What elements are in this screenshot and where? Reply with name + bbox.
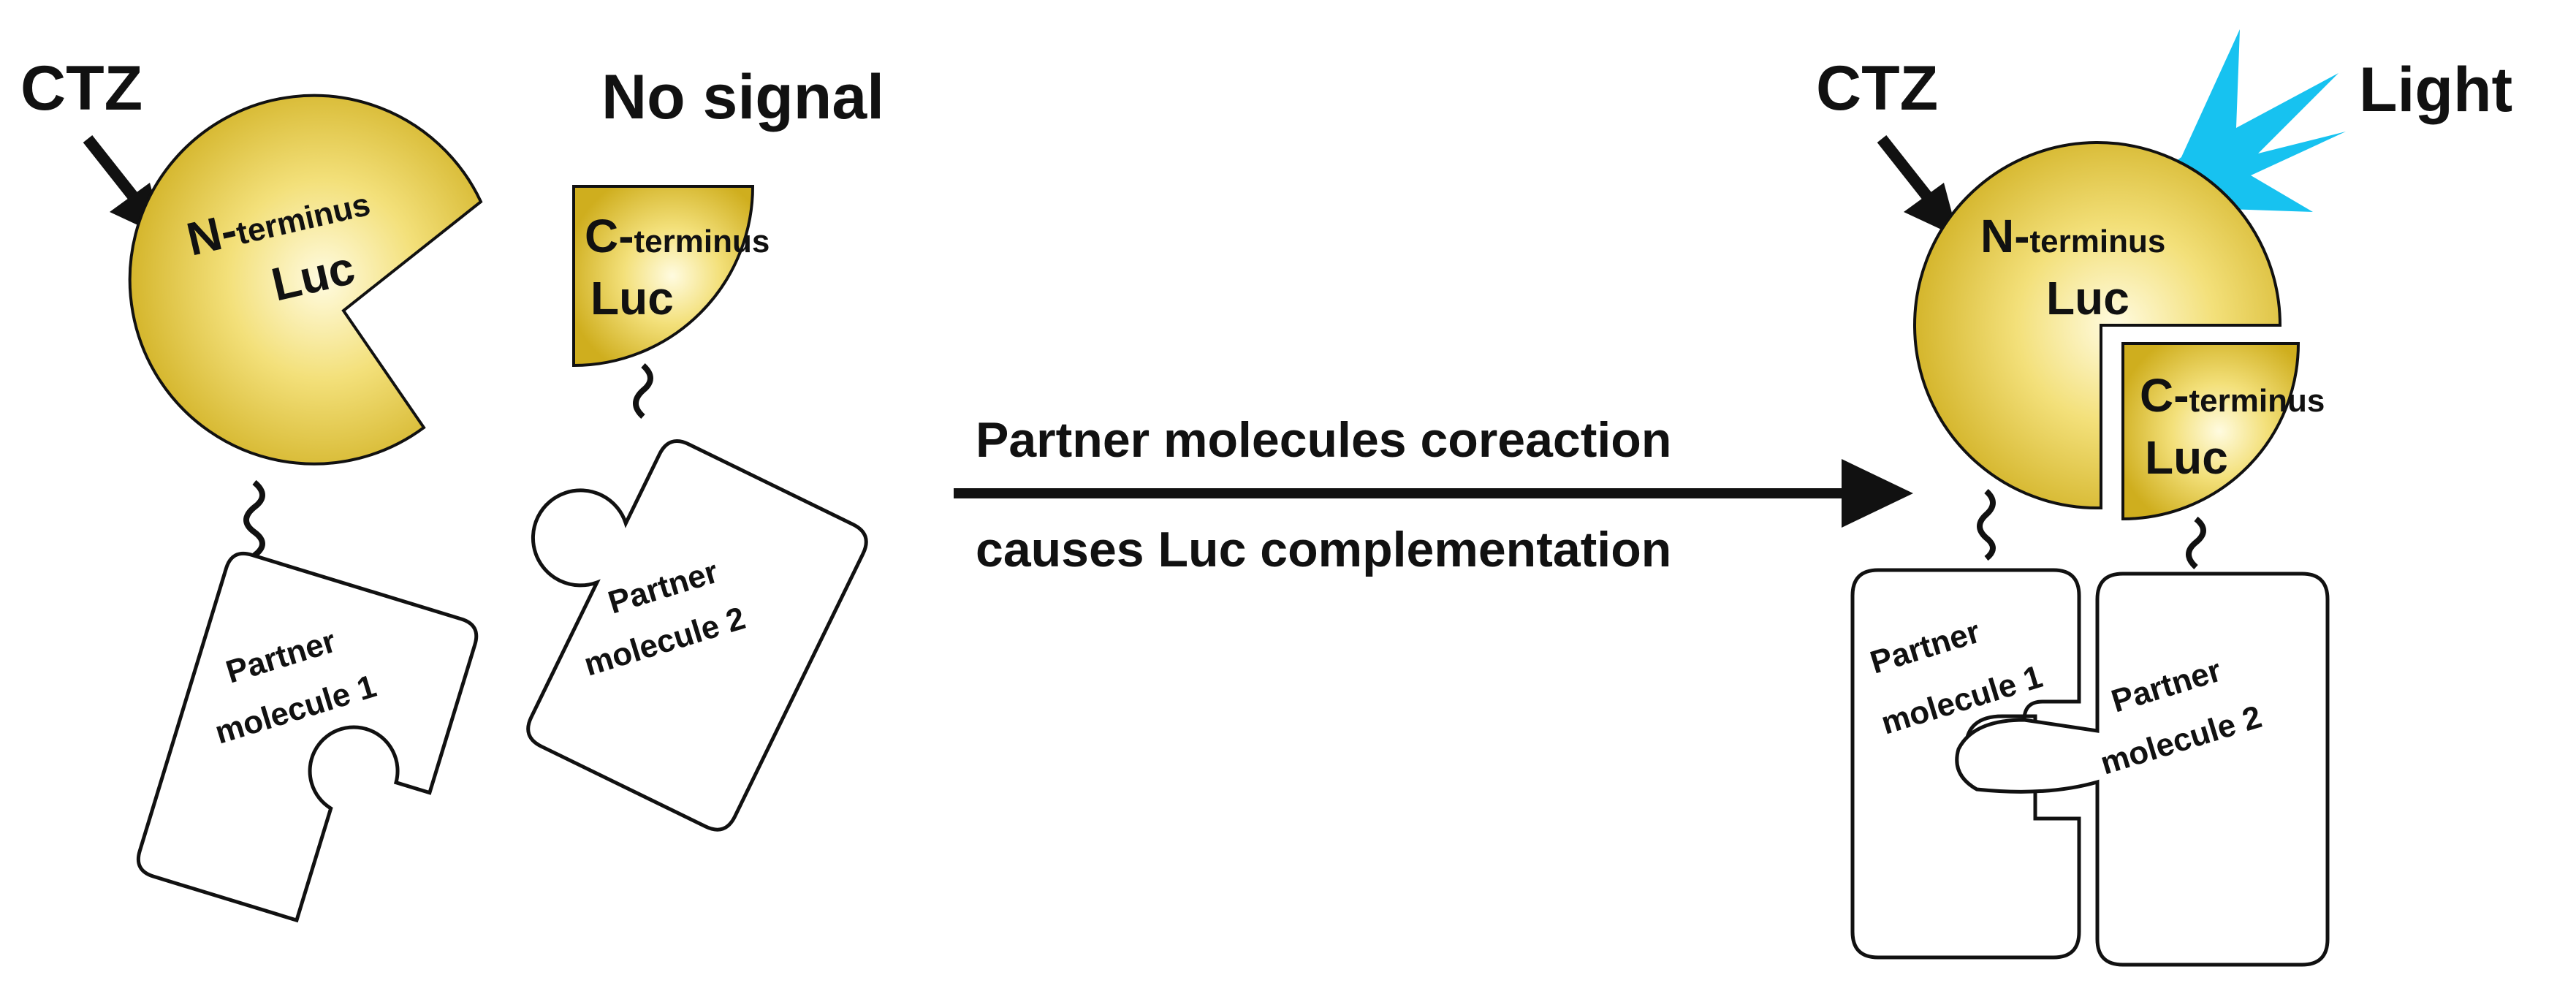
arrow-caption-line1: Partner molecules coreaction [976,412,1671,468]
reaction-arrow [954,459,1913,528]
left-no-signal-label: No signal [601,62,884,132]
right-linker-2 [2186,516,2206,569]
right-linker-1 [1977,489,1996,561]
right-ctz-label: CTZ [1816,53,1938,124]
svg-text:N-terminus: N-terminus [1980,210,2165,262]
left-c-suffix: terminus [634,224,770,259]
right-c-suffix: terminus [2189,383,2325,419]
right-partner-molecule-2 [1955,572,2330,967]
right-n-terminus-luc: N-terminus Luc [1913,141,2282,510]
left-partner-molecule-1 [136,551,479,923]
arrow-caption-line2: causes Luc complementation [976,522,1671,577]
right-panel: CTZ Light N-terminus Luc C-terminus Luc [1816,29,2512,967]
left-panel: CTZ N-terminus Luc Partner molecule 1 C-… [20,53,884,923]
left-n-terminus-luc: N-terminus Luc [128,94,483,466]
left-linker-2 [633,363,653,419]
left-c-terminus-luc: C-terminus Luc [572,185,770,368]
right-c-luc-name: Luc [2145,431,2228,484]
left-c-luc-name: Luc [590,272,674,324]
right-n-prefix: N- [1980,210,2030,262]
svg-text:C-terminus: C-terminus [2140,369,2325,422]
right-c-prefix: C- [2140,369,2189,422]
right-n-suffix: terminus [2030,224,2166,259]
left-n-prefix: N- [182,203,242,265]
left-ctz-label: CTZ [20,53,143,124]
svg-text:C-terminus: C-terminus [585,210,770,262]
left-c-prefix: C- [585,210,634,262]
right-c-terminus-luc: C-terminus Luc [2121,342,2325,521]
left-partner-molecule-2 [526,439,868,832]
right-n-luc-name: Luc [2046,272,2129,324]
right-light-label: Light [2359,55,2512,125]
left-linker-1 [243,479,265,558]
